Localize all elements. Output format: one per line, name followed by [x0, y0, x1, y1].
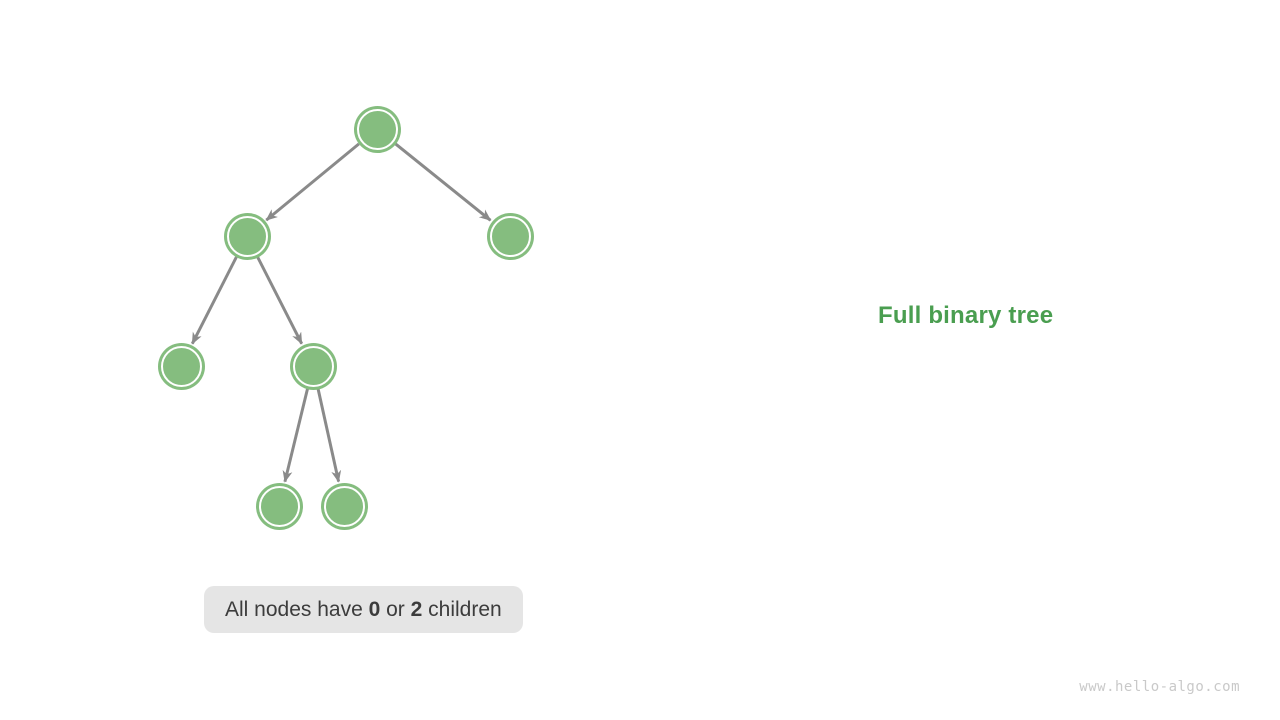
caption-part: children — [422, 598, 502, 621]
caption-part: or — [380, 598, 411, 621]
tree-node-lrr — [323, 485, 365, 527]
caption-bold-part: 0 — [368, 598, 381, 621]
caption-box: All nodes have 0 or 2 children — [204, 586, 523, 633]
caption-bold-part: 2 — [410, 598, 423, 621]
caption-text: All nodes have 0 or 2 children — [225, 598, 502, 621]
tree-edge-root-r — [394, 142, 492, 222]
tree-node-root — [356, 108, 398, 150]
tree-edge-lr-lrr — [316, 388, 342, 483]
tree-node-l — [226, 215, 268, 257]
tree-node-r — [489, 215, 531, 257]
tree-edge-l-ll — [190, 256, 238, 345]
tree-edges-group — [190, 142, 492, 483]
caption-part: All nodes have — [225, 598, 369, 621]
watermark-text: www.hello-algo.com — [1079, 679, 1240, 695]
tree-edge-lr-lrl — [282, 388, 309, 483]
tree-node-lr — [292, 345, 334, 387]
tree-edge-l-lr — [256, 256, 304, 345]
figure-title: Full binary tree — [878, 302, 1054, 329]
tree-node-ll — [160, 345, 202, 387]
tree-node-lrl — [258, 485, 300, 527]
tree-edge-root-l — [265, 142, 360, 222]
